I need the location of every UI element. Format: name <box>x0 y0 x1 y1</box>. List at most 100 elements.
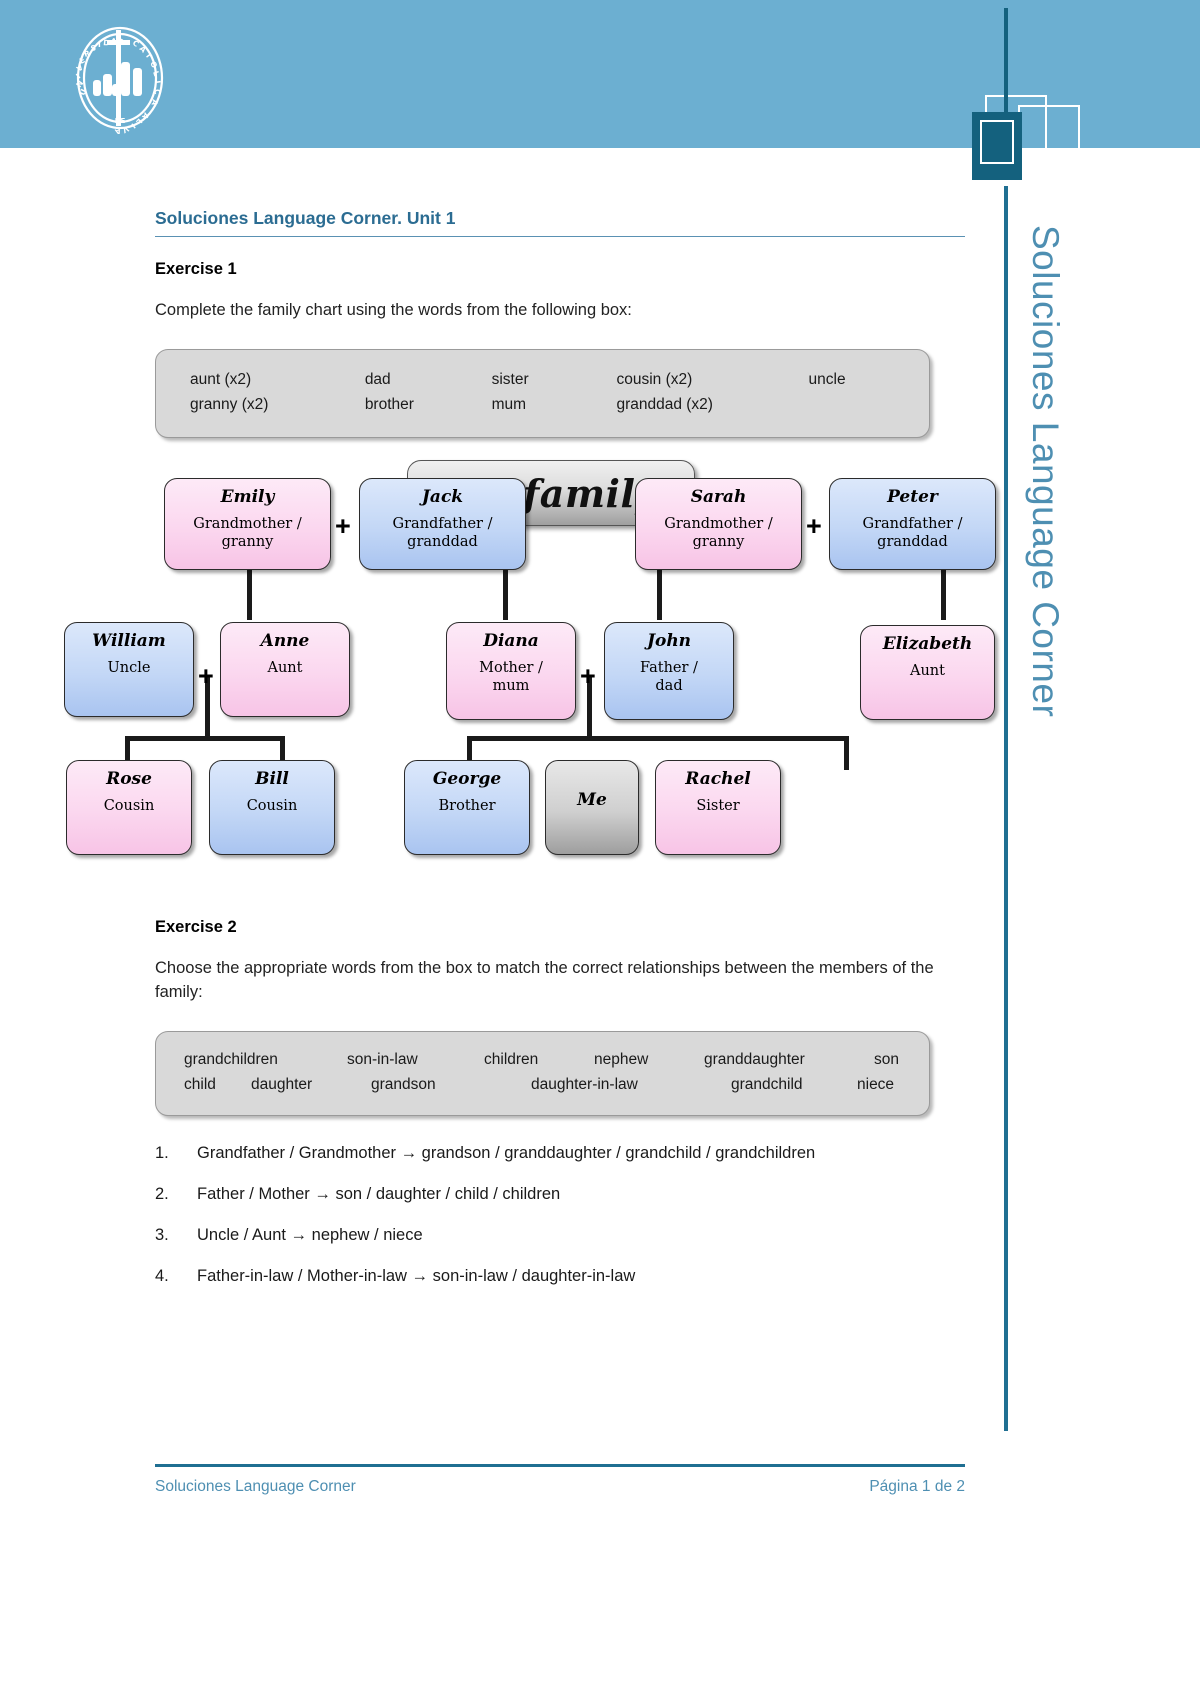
family-node-role: Aunt <box>267 659 303 676</box>
family-node-role-2: granny <box>221 534 274 551</box>
wordbank-word: granny (x2) <box>190 396 269 414</box>
svg-text:T: T <box>143 51 154 61</box>
connector-line <box>125 736 130 771</box>
wordbank-row: granny (x2) brother mum granddad (x2) <box>190 396 895 414</box>
family-node-role: Brother <box>438 797 496 814</box>
family-node-name: Me <box>577 790 607 811</box>
svg-text:L: L <box>134 117 144 127</box>
family-node-role: Sister <box>696 797 740 814</box>
family-node-role: Grandfather / <box>392 515 493 532</box>
decor-square-inner-outline <box>980 120 1014 164</box>
page-title: Soluciones Language Corner. Unit 1 <box>155 208 965 237</box>
family-node-role: Aunt <box>910 662 945 679</box>
connector-line <box>503 570 508 621</box>
wordbank-word: granddad (x2) <box>616 396 713 414</box>
connector-line <box>467 736 849 742</box>
connector-line <box>844 736 849 771</box>
wordbank-word: grandchildren <box>184 1051 278 1069</box>
exercise-1-heading: Exercise 1 <box>155 260 237 278</box>
family-node-role-2: granddad <box>877 534 948 551</box>
family-node-name: William <box>92 631 166 652</box>
connector-line <box>587 675 592 742</box>
union-plus-icon: + <box>335 511 351 542</box>
header-band: DE U N I V E R S I D A D C A T O L I C <box>0 0 1200 167</box>
family-node-bill: Bill Cousin <box>209 760 335 856</box>
footer-left-text: Soluciones Language Corner <box>155 1478 356 1495</box>
answer-item: 1. Grandfather / Grandmother → grandson … <box>155 1142 965 1166</box>
family-node-name: Jack <box>421 487 464 508</box>
family-node-elizabeth: Elizabeth Aunt <box>860 625 995 721</box>
header-vertical-rule <box>1004 8 1008 120</box>
svg-text:A: A <box>138 44 149 55</box>
exercise-1-wordbank: aunt (x2) dad sister cousin (x2) uncle g… <box>155 349 930 439</box>
answer-number: 3. <box>155 1226 169 1245</box>
wordbank-word: cousin (x2) <box>616 371 693 389</box>
family-node-role: Grandfather / <box>862 515 963 532</box>
svg-text:S: S <box>90 43 97 53</box>
wordbank-word: granddaughter <box>704 1051 805 1069</box>
answer-item: 4. Father-in-law / Mother-in-law → son-i… <box>155 1265 965 1289</box>
family-node-name: Rachel <box>685 769 751 790</box>
wordbank-row: grandchildren son-in-law children nephew… <box>184 1051 901 1069</box>
answer-text: Uncle / Aunt → nephew / niece <box>197 1226 423 1245</box>
family-node-john: John Father / dad <box>604 622 734 721</box>
wordbank-word: daughter <box>251 1076 313 1094</box>
connector-line <box>247 570 252 621</box>
union-plus-icon: + <box>806 511 822 542</box>
svg-text:O: O <box>148 60 159 70</box>
wordbank-word: son-in-law <box>347 1051 418 1069</box>
family-node-name: Sarah <box>690 487 747 508</box>
family-node-role: Cousin <box>246 797 298 814</box>
union-plus-icon: + <box>198 661 214 692</box>
family-node-role: Father / <box>640 659 698 676</box>
answer-text: Grandfather / Grandmother → grandson / g… <box>197 1144 816 1163</box>
family-node-name: Bill <box>255 769 289 790</box>
wordbank-word: nephew <box>594 1051 649 1069</box>
connector-line <box>467 736 472 771</box>
family-node-george: George Brother <box>404 760 530 856</box>
svg-text:D: D <box>116 36 125 47</box>
wordbank-word: brother <box>364 396 414 414</box>
wordbank-word: son <box>874 1051 899 1069</box>
wordbank-word: daughter-in-law <box>531 1076 638 1094</box>
family-node-william: William Uncle <box>64 622 194 718</box>
answer-text: Father / Mother → son / daughter / child… <box>197 1185 561 1204</box>
wordbank-word: niece <box>857 1076 895 1094</box>
family-chart: My family Emily Grandmother /granny + Ja… <box>57 460 1017 895</box>
family-node-diana: Diana Mother /mum <box>446 622 576 721</box>
svg-text:V: V <box>75 63 85 74</box>
wordbank-word: mum <box>491 396 527 414</box>
answer-item: 3. Uncle / Aunt → nephew / niece <box>155 1224 965 1248</box>
answer-text: Father-in-law / Mother-in-law → son-in-l… <box>197 1267 636 1285</box>
connector-line <box>280 736 285 771</box>
svg-text:A: A <box>150 99 160 107</box>
family-node-name: George <box>432 769 502 790</box>
family-node-role-2: dad <box>655 678 683 695</box>
family-node-name: Anne <box>260 631 310 652</box>
family-node-anne: Anne Aunt <box>220 622 350 718</box>
family-node-role: Uncle <box>107 659 151 676</box>
decor-square-outline-2 <box>1018 105 1080 167</box>
family-node-role: Grandmother / <box>193 515 302 532</box>
svg-text:V: V <box>121 124 131 134</box>
family-node-name: Diana <box>483 631 539 652</box>
wordbank-word: children <box>484 1051 539 1069</box>
svg-text:E: E <box>78 55 87 65</box>
wordbank-word: aunt (x2) <box>190 371 252 389</box>
svg-text:R: R <box>83 49 91 59</box>
family-node-rose: Rose Cousin <box>66 760 192 856</box>
university-logo: DE U N I V E R S I D A D C A T O L I C <box>60 22 180 137</box>
union-plus-icon: + <box>580 661 596 692</box>
wordbank-word: grandson <box>371 1076 436 1094</box>
answer-number: 2. <box>155 1185 169 1204</box>
family-node-name: John <box>646 631 692 652</box>
svg-text:I: I <box>153 80 162 84</box>
wordbank-word: dad <box>364 371 391 389</box>
family-node-jack: Jack Grandfather /granddad <box>359 478 526 571</box>
wordbank-row: child daughter grandson daughter-in-law … <box>184 1076 901 1094</box>
svg-text:A: A <box>114 126 122 134</box>
exercise-2-wordbank: grandchildren son-in-law children nephew… <box>155 1031 930 1117</box>
family-node-role: Mother / <box>479 659 543 676</box>
exercise-2-heading: Exercise 2 <box>155 918 237 937</box>
exercise-2-answers: 1. Grandfather / Grandmother → grandson … <box>155 1142 965 1289</box>
